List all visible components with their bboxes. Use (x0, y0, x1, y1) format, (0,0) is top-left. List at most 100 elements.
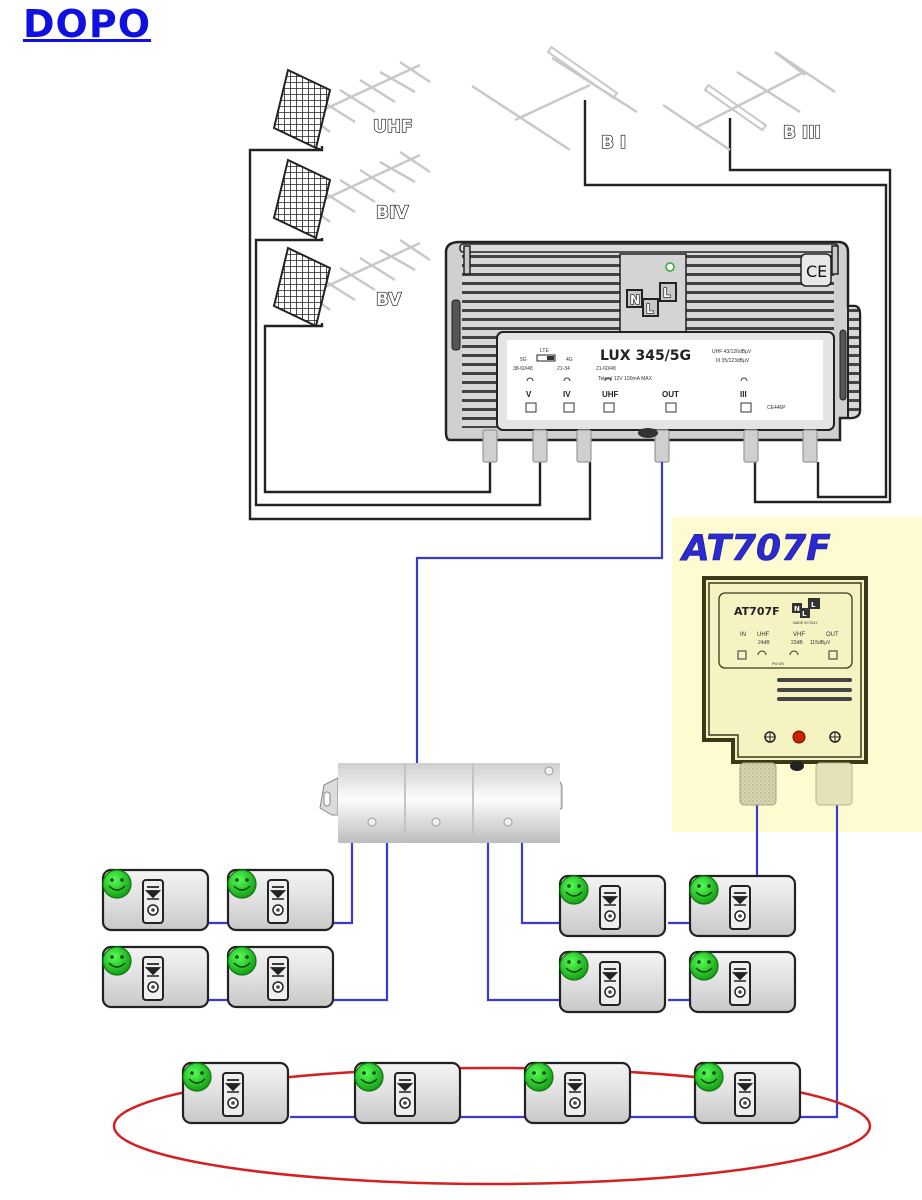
tv-socket-icon (729, 961, 751, 1006)
smiley-icon (182, 1062, 212, 1092)
antenna-bi (471, 45, 638, 152)
booster-adjust-label: PW ON (772, 662, 784, 666)
booster-col-vhf-gain: 22dB (791, 640, 803, 646)
booster-screws (764, 731, 841, 743)
amplifier-model: LUX 345/5G (600, 348, 691, 364)
smiley-icon (102, 946, 132, 976)
booster-power-led-icon (792, 730, 806, 744)
booster-at707f: AT707F N L L MADE IN ITALY IN UHF 24dB V… (702, 576, 868, 806)
tv-outlet (181, 1061, 290, 1125)
tv-outlet (353, 1061, 462, 1125)
antenna-label-bi: B I (601, 133, 626, 153)
booster-input-connector (739, 762, 777, 806)
booster-brand-l2: L (811, 601, 816, 609)
antenna-biii (662, 50, 836, 152)
port-iv-range: 21-34 (557, 366, 570, 372)
tv-socket-icon (599, 961, 621, 1006)
antenna-label-bv: BV (376, 290, 402, 310)
antenna-label-biv: BIV (376, 203, 409, 223)
smiley-icon (559, 951, 589, 981)
tv-socket-icon (142, 956, 164, 1001)
booster-col-out-level: 115dBμV (810, 640, 831, 646)
port-uhf-label: UHF (602, 390, 619, 399)
antenna-uhf (272, 60, 431, 151)
distribution-cables (208, 462, 839, 1119)
booster-col-uhf-gain: 24dB (758, 640, 770, 646)
tv-outlet (558, 950, 667, 1014)
smiley-icon (102, 869, 132, 899)
amplifier-code: CE446P (767, 405, 786, 411)
port-v-range: 38-60/48 (513, 366, 533, 372)
amplifier-connectors (482, 429, 818, 463)
antenna-biv (272, 150, 431, 240)
booster-output-connector (815, 762, 853, 806)
smiley-icon (227, 946, 257, 976)
lte-label: LTE (540, 348, 549, 354)
tv-outlet (226, 945, 335, 1009)
tv-socket-icon (394, 1072, 416, 1117)
tv-outlet (688, 874, 797, 938)
amplifier-power-note: Telecé 12V 100mA MAX (598, 376, 653, 382)
switch-5g-label: 5G (520, 357, 527, 363)
booster-col-in: IN (740, 632, 746, 638)
antenna-label-uhf: UHF (373, 117, 413, 137)
amplifier-lux: N L L CE LUX 345/5G UHF 43/126dBμV III 3… (444, 240, 862, 463)
booster-col-out: OUT (826, 632, 839, 638)
tv-socket-icon (222, 1072, 244, 1117)
cable-biii (728, 118, 892, 504)
booster-col-vhf: VHF (793, 632, 805, 638)
tv-outlet (101, 945, 210, 1009)
booster-col-uhf: UHF (757, 632, 770, 638)
booster-made-in: MADE IN ITALY (793, 621, 818, 625)
brand-letter-n: N (630, 293, 640, 307)
tv-socket-icon (564, 1072, 586, 1117)
amplifier-port-knobs (526, 377, 748, 382)
smiley-icon (524, 1062, 554, 1092)
cable-bv (263, 323, 492, 494)
tv-outlet (558, 874, 667, 938)
amplifier-spec-2: III 35/123dBμV (716, 358, 750, 364)
ce-mark: CE (806, 262, 827, 281)
antenna-bv (272, 238, 431, 328)
tv-outlet (101, 868, 210, 932)
booster-brand-n: N (794, 605, 800, 613)
tv-outlet (523, 1061, 632, 1125)
port-iv-label: IV (563, 390, 571, 399)
smiley-icon (694, 1062, 724, 1092)
tv-outlet (693, 1061, 802, 1125)
port-out-label: OUT (662, 390, 679, 399)
booster-model: AT707F (734, 605, 780, 618)
antenna-label-biii: B III (783, 123, 821, 143)
tv-socket-icon (267, 956, 289, 1001)
cable-bi (583, 100, 888, 499)
smiley-icon (354, 1062, 384, 1092)
tv-socket-icon (599, 885, 621, 930)
smiley-icon (227, 869, 257, 899)
tv-socket-icon (267, 879, 289, 924)
tv-outlets (101, 868, 802, 1125)
amplifier-spec-1: UHF 43/126dBμV (712, 349, 752, 355)
tv-socket-icon (729, 885, 751, 930)
tv-socket-icon (734, 1072, 756, 1117)
port-iii-label: III (740, 390, 747, 399)
tv-outlet (688, 950, 797, 1014)
tv-outlet (226, 868, 335, 932)
switch-4g-label: 4G (566, 357, 573, 363)
splitter-screws (367, 766, 554, 827)
smiley-icon (689, 875, 719, 905)
port-uhf-range: 21-60/48 (596, 366, 616, 372)
page-title: DOPO (23, 2, 152, 46)
cable-amp-to-splitter (415, 462, 664, 766)
brand-letter-l1: L (646, 302, 654, 316)
highlight-ellipse (112, 1066, 872, 1186)
booster-heading: AT707F (679, 528, 831, 569)
lte-switch[interactable] (547, 356, 554, 360)
booster-vents (777, 678, 852, 701)
power-led-icon (665, 262, 675, 272)
smiley-icon (559, 875, 589, 905)
cable-biv (254, 238, 542, 507)
brand-letter-l2: L (663, 286, 671, 300)
tv-socket-icon (142, 879, 164, 924)
booster-brand-l1: L (802, 610, 807, 618)
